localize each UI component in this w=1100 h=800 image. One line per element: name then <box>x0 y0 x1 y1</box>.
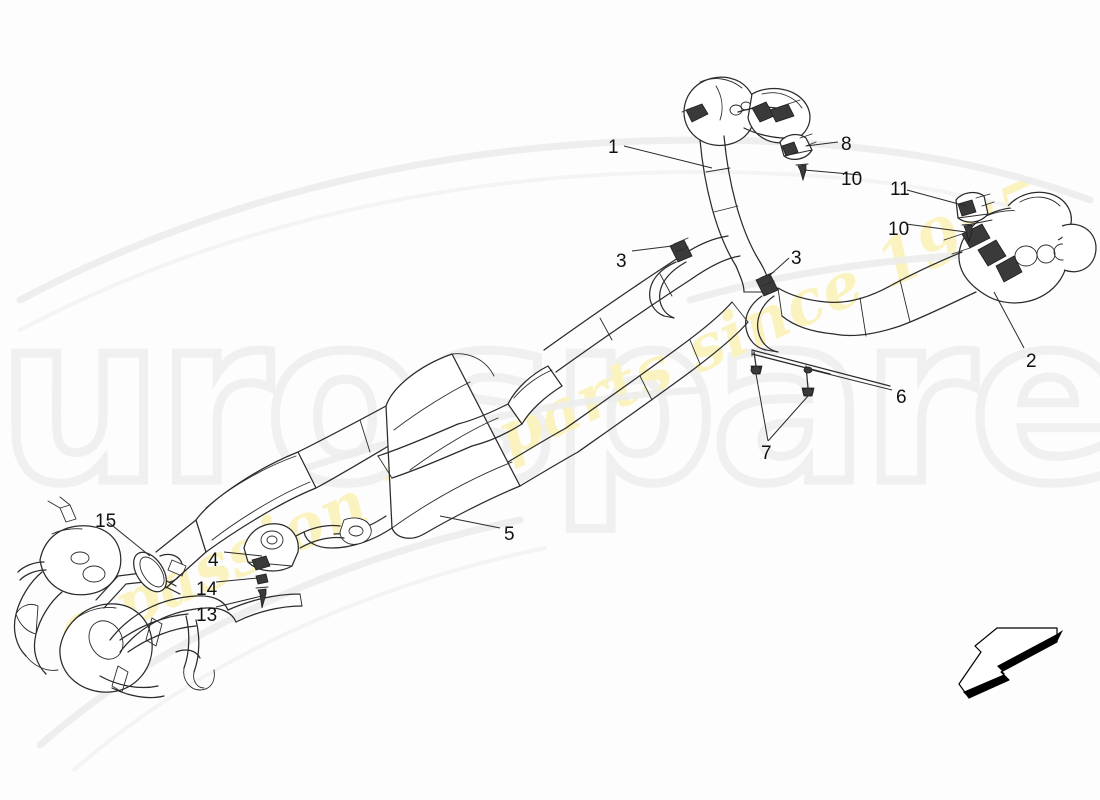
callout-6-support-rod: 6 <box>896 387 907 408</box>
rear-hanger-bracket-left <box>779 133 817 182</box>
front-pipe-clamp <box>133 551 187 593</box>
right-tailpipe-assembly <box>777 191 1097 337</box>
callout-8-rear-hanger-bracket: 8 <box>841 134 852 155</box>
centre-pipe-and-resonator <box>155 405 393 589</box>
callout-5-centre-muffler: 5 <box>504 524 515 545</box>
forward-direction-arrow <box>958 627 1063 699</box>
callout-15-catalytic-converter-clamp: 15 <box>95 511 117 532</box>
callout-3-hanger-clip-right: 3 <box>791 248 802 269</box>
callout-4-exhaust-hanger-bracket: 4 <box>208 550 219 571</box>
callout-1-left-tailpipe-assembly: 1 <box>608 137 619 158</box>
left-rear-pipe <box>377 235 749 479</box>
callout-11-rear-hanger-bracket-right: 11 <box>890 179 910 200</box>
callout-10-bolt-right: 10 <box>888 219 910 240</box>
support-rod-group <box>750 349 891 397</box>
rear-hanger-bracket-right <box>955 191 995 244</box>
callout-2-right-tailpipe-assembly: 2 <box>1026 351 1037 372</box>
left-tailpipe-assembly <box>681 76 811 293</box>
muffler-hanger-bracket-group <box>243 523 345 609</box>
callout-13-stud: 13 <box>196 605 218 626</box>
callout-7-mounting-bolts: 7 <box>761 443 772 464</box>
underbody-background-contours <box>16 136 1094 772</box>
centre-muffler <box>303 353 579 549</box>
callout-3-hanger-clip-left: 3 <box>616 251 627 272</box>
catalytic-converter-assembly <box>13 496 303 699</box>
callout-leader-lines <box>107 141 1025 608</box>
hanger-clip-left <box>648 237 693 319</box>
callout-10-bolt-left: 10 <box>841 169 863 190</box>
hanger-clip-right <box>744 271 779 353</box>
callout-14-nut: 14 <box>196 579 218 600</box>
